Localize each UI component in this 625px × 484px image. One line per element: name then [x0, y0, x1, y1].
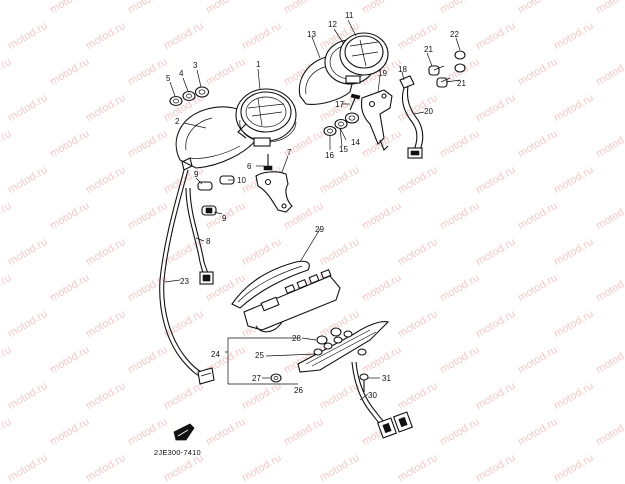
callout-21b: 21: [457, 79, 466, 88]
screw-part-17: [349, 93, 361, 111]
indicator-panel-body: [243, 269, 341, 333]
lamp-socket-part-18: [399, 75, 424, 159]
callout-30: 30: [368, 391, 377, 400]
callout-13: 13: [307, 30, 316, 39]
callout-3: 3: [193, 61, 198, 70]
callout-24: 24: [211, 350, 220, 359]
bracket-part-19: [360, 89, 393, 151]
callout-27: 27: [252, 374, 261, 383]
callout-9a: 9: [194, 170, 199, 179]
grommet-part-27: [270, 373, 282, 383]
callout-26: 26: [294, 386, 303, 395]
forward-arrow-icon: [173, 423, 195, 441]
callout-10: 10: [237, 176, 246, 185]
callout-18: 18: [398, 65, 407, 74]
callout-4: 4: [179, 69, 184, 78]
diagram-reference-code: 2JE300-7410: [154, 448, 201, 457]
callout-15: 15: [339, 145, 348, 154]
callout-19: 19: [378, 69, 387, 78]
bulb-part-28: [316, 327, 342, 345]
speedometer-cable-part-23: [159, 157, 215, 385]
speedometer-gauge: [235, 88, 297, 147]
callout-16: 16: [325, 151, 334, 160]
callout-9b: 9: [222, 214, 227, 223]
grommet-parts-3-4-5: [169, 86, 210, 107]
exploded-parts-diagram: 1 2 3 4 5 6 7 8 9 10 9 11 12 13 14 15 16…: [159, 11, 466, 441]
callout-21a: 21: [424, 45, 433, 54]
tachometer-gauge: [339, 32, 389, 84]
callout-23: 23: [180, 277, 189, 286]
callout-25: 25: [255, 351, 264, 360]
callout-1: 1: [256, 60, 261, 69]
callout-labels: 1 2 3 4 5 6 7 8 9 10 9 11 12 13 14 15 16…: [166, 11, 466, 400]
grommet-parts-14-15-16: [323, 112, 360, 137]
callout-20: 20: [424, 107, 433, 116]
callout-5: 5: [166, 74, 171, 83]
screw-part-31: [359, 373, 369, 392]
callout-14: 14: [351, 138, 360, 147]
callout-12: 12: [328, 20, 337, 29]
lamp-board-part-25: [297, 321, 390, 373]
lamp-socket-parts-9-10: [197, 175, 235, 216]
callout-8: 8: [206, 237, 211, 246]
bracket-part-7: [255, 171, 293, 213]
screw-part-6: [263, 154, 273, 171]
callout-22: 22: [450, 30, 459, 39]
indicator-panel-cover-part-29: [231, 260, 310, 309]
callout-6: 6: [247, 162, 252, 171]
bulb-parts-21-22: [428, 50, 466, 88]
callout-31: 31: [382, 374, 391, 383]
wire-harness-part-8: [185, 187, 214, 285]
callout-7: 7: [287, 148, 292, 157]
callout-28: 28: [292, 334, 301, 343]
callout-29: 29: [315, 225, 324, 234]
callout-2: 2: [175, 117, 180, 126]
callout-17: 17: [335, 100, 344, 109]
leader-lines: [164, 19, 461, 401]
wire-harness-part-30: [351, 361, 414, 439]
callout-11: 11: [345, 11, 354, 20]
